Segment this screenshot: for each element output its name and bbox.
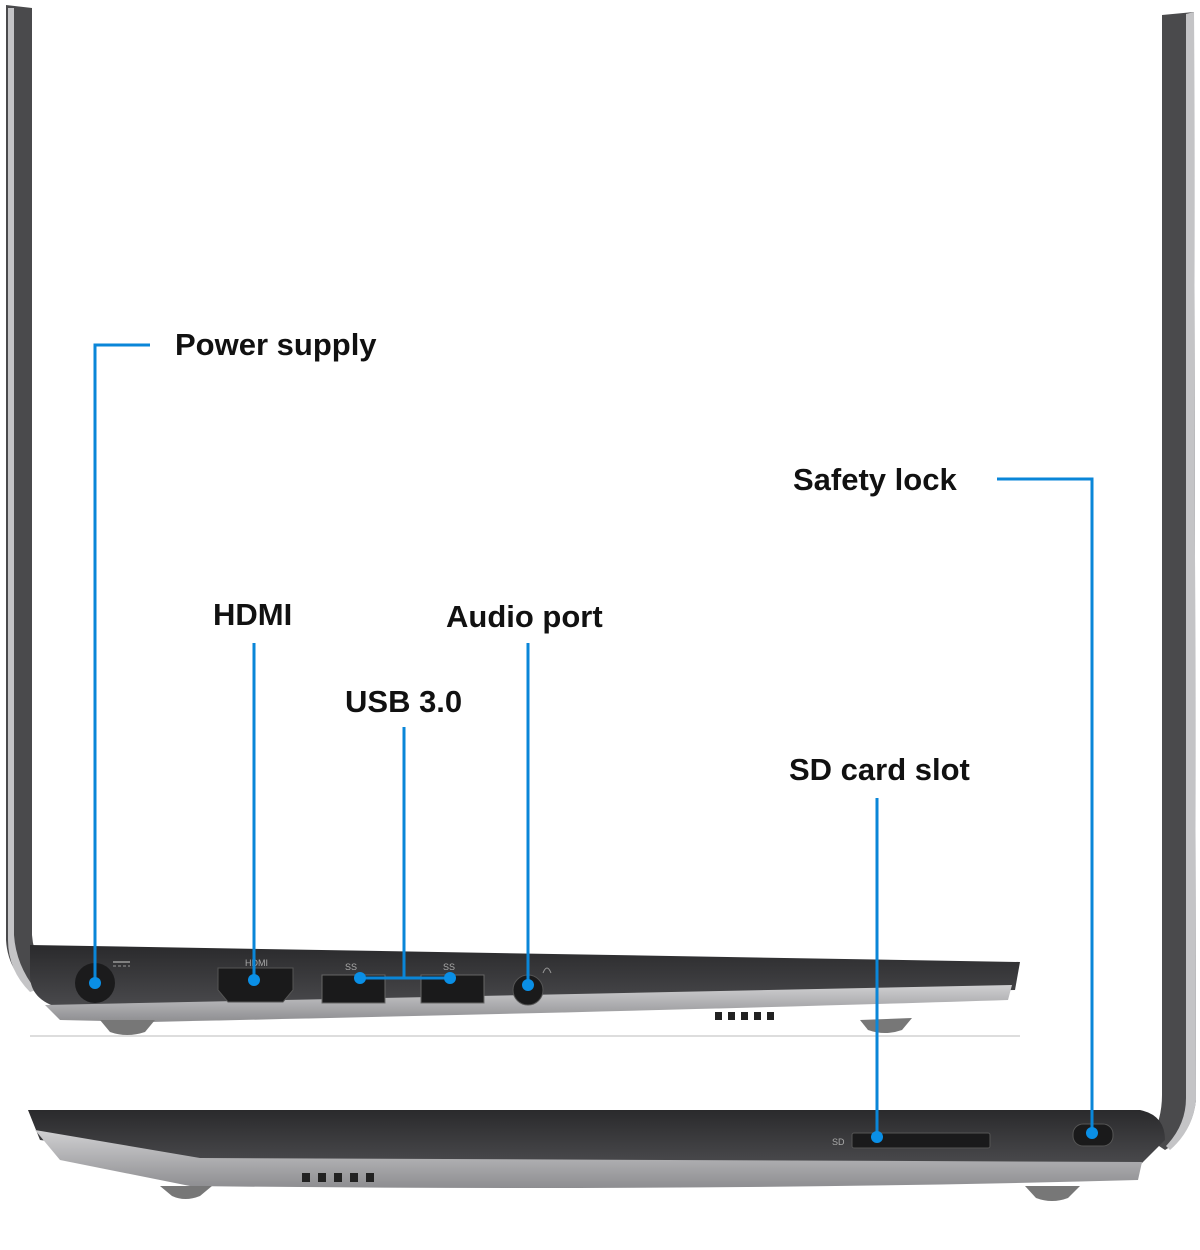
sd-marking: SD: [832, 1137, 845, 1147]
callout-lock: Safety lock: [793, 462, 1098, 1139]
label-usb: USB 3.0: [345, 684, 462, 719]
left-screen-lid: [6, 5, 60, 995]
hdmi-marking: HDMI: [245, 958, 268, 968]
laptop-right-side: SD: [28, 1110, 1165, 1201]
right-screen-lid: [1150, 12, 1196, 1150]
label-power-supply: Power supply: [175, 327, 377, 362]
vent-grille: [715, 1012, 774, 1020]
rubber-foot: [1025, 1186, 1080, 1201]
label-hdmi: HDMI: [213, 597, 292, 632]
dc-power-icon: [113, 961, 130, 967]
callout-audio: Audio port: [446, 599, 603, 991]
usb-marking-2: SS: [443, 962, 455, 972]
label-safety-lock: Safety lock: [793, 462, 957, 497]
label-audio-port: Audio port: [446, 599, 603, 634]
rubber-foot: [160, 1186, 212, 1199]
label-sd-card-slot: SD card slot: [789, 752, 970, 787]
vent-grille: [302, 1173, 374, 1182]
callout-power: Power supply: [89, 327, 377, 989]
callout-usb: USB 3.0: [345, 684, 462, 984]
sd-card-slot: [851, 1132, 991, 1149]
rubber-foot: [100, 1020, 155, 1035]
usb-marking-1: SS: [345, 962, 357, 972]
usb-port-1: [321, 974, 386, 1004]
laptop-left-side: HDMI SS SS: [30, 945, 1020, 1037]
callout-sd: SD card slot: [789, 752, 970, 1143]
callout-hdmi: HDMI: [213, 597, 292, 986]
rubber-foot: [860, 1018, 912, 1033]
headphone-icon: [542, 967, 552, 974]
